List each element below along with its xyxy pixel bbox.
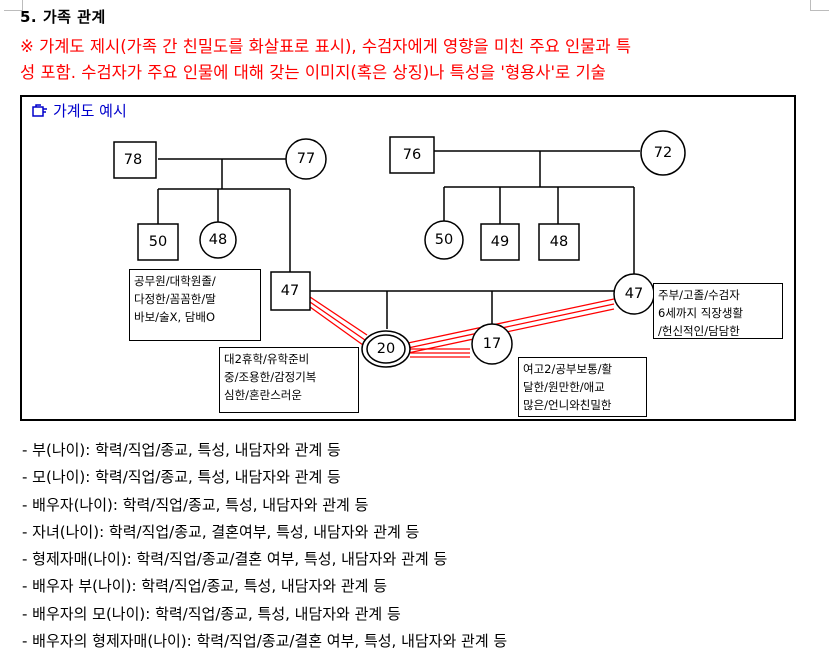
- sister-note-line: 달한/원만한/애교: [523, 380, 605, 394]
- client-note-line: 중/조용한/감정기복: [224, 370, 317, 384]
- genogram-caption: 가계도 예시: [32, 100, 127, 121]
- paternal-grandmother-circle: [285, 138, 327, 180]
- maternal-aunt-circle: [424, 220, 464, 260]
- client-age: 20: [377, 341, 395, 357]
- sister-note-line: 많은/언니와친밀한: [523, 398, 612, 412]
- father-client-close-lines: [309, 296, 368, 346]
- mother-client-close-lines: [407, 298, 615, 354]
- father-note-line: 공무원/대학원졸/: [134, 274, 216, 288]
- maternal-grandmother-circle: [640, 130, 686, 176]
- guideline-item: - 배우자 부(나이): 학력/직업/종교, 특성, 내담자와 관계 등: [22, 577, 387, 596]
- father-age: 47: [281, 283, 299, 299]
- page-corner-mark-left: [4, 0, 23, 11]
- hand-pointer-icon: [32, 103, 47, 117]
- mother-note-line: /헌신적인/담담한: [658, 324, 740, 338]
- maternal-uncle-1-square: [480, 223, 520, 261]
- maternal-uncle-2-square: [538, 223, 580, 261]
- client-note-line: 대2휴학/유학준비: [224, 352, 310, 366]
- paternal-uncle-age: 50: [149, 234, 167, 250]
- sister-circle: [471, 323, 513, 365]
- sister-description-note: 여고2/공부보통/활 달한/원만한/애교 많은/언니와친밀한: [518, 357, 647, 417]
- paternal-grandmother-age: 77: [297, 151, 315, 167]
- maternal-grandfather-square: [389, 136, 435, 174]
- maternal-uncle-2-age: 48: [550, 234, 568, 250]
- guideline-item: - 모(나이): 학력/직업/종교, 특성, 내담자와 관계 등: [22, 468, 341, 487]
- maternal-grandmother-age: 72: [654, 145, 672, 161]
- section-title: 5. 가족 관계: [20, 8, 106, 26]
- page-corner-mark-right: [810, 0, 829, 11]
- instruction-line-1: ※ 가계도 제시(가족 간 친밀도를 화살표로 표시), 수검자에게 영향을 미…: [20, 37, 632, 56]
- guideline-item: - 배우자(나이): 학력/직업/종교, 특성, 내담자와 관계 등: [22, 495, 369, 514]
- client-note-line: 심한/혼란스러운: [224, 388, 302, 402]
- paternal-grandfather-square: [113, 141, 157, 179]
- instruction-text: ※ 가계도 제시(가족 간 친밀도를 화살표로 표시), 수검자에게 영향을 미…: [20, 34, 810, 86]
- paternal-aunt-circle: [199, 221, 237, 259]
- sister-note-line: 여고2/공부보통/활: [523, 362, 613, 376]
- paternal-uncle-square: [137, 223, 179, 261]
- client-sister-close-lines: [410, 348, 470, 358]
- mother-age: 47: [625, 286, 643, 302]
- sister-age: 17: [483, 336, 501, 352]
- maternal-aunt-age: 50: [435, 232, 453, 248]
- father-note-line: 다정한/꼼꼼한/딸: [134, 292, 216, 306]
- guideline-item: - 형제자매(나이): 학력/직업/종교/결혼 여부, 특성, 내담자와 관계 …: [22, 550, 448, 569]
- father-description-note: 공무원/대학원졸/ 다정한/꼼꼼한/딸 바보/술X, 담배O: [129, 269, 261, 341]
- guideline-item: - 부(나이): 학력/직업/종교, 특성, 내담자와 관계 등: [22, 441, 341, 459]
- father-square: [270, 271, 311, 311]
- paternal-aunt-age: 48: [209, 232, 227, 248]
- mother-note-line: 주부/고졸/수검자: [658, 288, 740, 302]
- guideline-item: - 배우자의 형제자매(나이): 학력/직업/종교/결혼 여부, 특성, 내담자…: [22, 632, 508, 651]
- maternal-uncle-1-age: 49: [491, 234, 509, 250]
- genogram: 78 77 76 72 50 48 50 49 48 47 47 20 17: [113, 130, 686, 368]
- client-double-circle: [361, 330, 411, 368]
- father-note-line: 바보/술X, 담배O: [134, 310, 216, 324]
- mother-description-note: 주부/고졸/수검자 6세까지 직장생활 /헌신적인/담담한: [653, 283, 783, 339]
- maternal-grandfather-age: 76: [403, 147, 421, 163]
- client-description-note: 대2휴학/유학준비 중/조용한/감정기복 심한/혼란스러운: [219, 347, 359, 413]
- family-info-guidelines: - 부(나이): 학력/직업/종교, 특성, 내담자와 관계 등 - 모(나이)…: [22, 437, 507, 655]
- instruction-line-2: 성 포함. 수검자가 주요 인물에 대해 갖는 이미지(혹은 상징)나 특성을 …: [20, 63, 606, 82]
- guideline-item: - 자녀(나이): 학력/직업/종교, 결혼여부, 특성, 내담자와 관계 등: [22, 522, 420, 541]
- paternal-grandfather-age: 78: [124, 152, 142, 168]
- genogram-example-box: 가계도 예시: [20, 95, 796, 421]
- genogram-caption-text: 가계도 예시: [53, 102, 127, 120]
- mother-note-line: 6세까지 직장생활: [658, 306, 744, 320]
- guideline-item: - 배우자의 모(나이): 학력/직업/종교, 특성, 내담자와 관계 등: [22, 604, 401, 623]
